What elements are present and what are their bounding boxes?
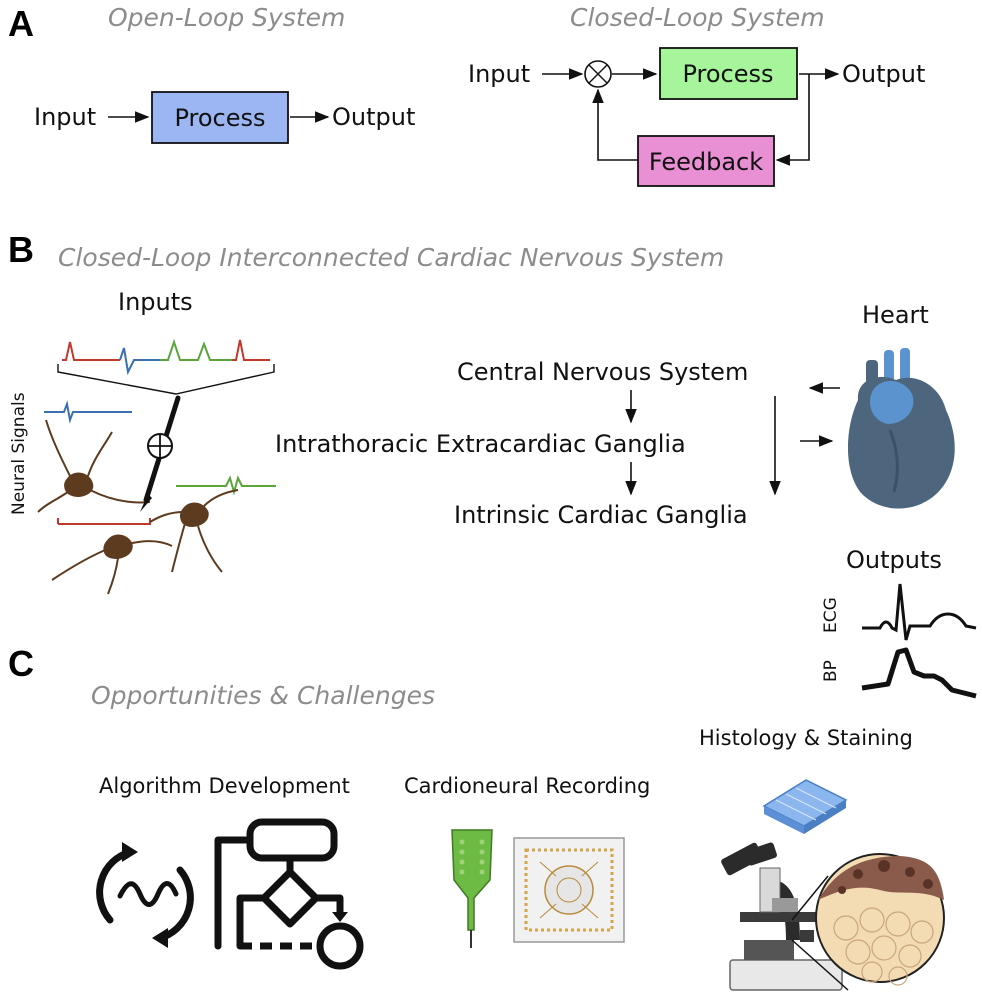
closed-loop-process-box bbox=[659, 47, 798, 100]
icg-label: Intrinsic Cardiac Ganglia bbox=[454, 501, 748, 529]
closed-loop-process-label: Process bbox=[682, 60, 773, 88]
open-loop-process-label: Process bbox=[174, 104, 265, 132]
panel-letter-a: A bbox=[8, 3, 34, 44]
bp-label-group: BP bbox=[821, 660, 841, 682]
summing-junction-icon bbox=[584, 60, 612, 88]
open-loop-input-label: Input bbox=[34, 103, 96, 131]
cns-label: Central Nervous System bbox=[457, 358, 748, 386]
microchip-icon bbox=[513, 837, 625, 943]
closed-loop-output-label: Output bbox=[842, 60, 925, 88]
ecg-trace bbox=[862, 583, 977, 641]
closed-loop-arrow-to-feedback bbox=[775, 74, 810, 166]
open-loop-output-label: Output bbox=[332, 103, 415, 131]
probe-icon bbox=[451, 829, 493, 948]
neuron-icon-2 bbox=[51, 534, 173, 595]
algorithm-label: Algorithm Development bbox=[99, 774, 350, 798]
closed-loop-title: Closed-Loop System bbox=[570, 3, 825, 32]
flowchart-icon bbox=[214, 818, 364, 970]
bp-label: BP bbox=[821, 660, 841, 682]
blue-trace bbox=[44, 400, 132, 424]
heart-icon bbox=[847, 348, 955, 509]
ecg-label-group: ECG bbox=[821, 597, 841, 633]
heart-label: Heart bbox=[862, 301, 929, 329]
cycle-icon bbox=[96, 842, 194, 948]
neuron-icon-3 bbox=[149, 489, 239, 573]
open-loop-title: Open-Loop System bbox=[108, 3, 345, 32]
neural-signal-traces bbox=[62, 338, 270, 376]
panel-letter-b: B bbox=[8, 229, 34, 270]
panel-letter-c: C bbox=[8, 643, 34, 684]
closed-loop-feedback-label: Feedback bbox=[649, 148, 763, 176]
bp-trace bbox=[861, 647, 977, 699]
red-trace bbox=[57, 518, 151, 525]
cardiac-title: Closed-Loop Interconnected Cardiac Nervo… bbox=[58, 243, 724, 272]
open-loop-process-box bbox=[151, 91, 289, 144]
challenges-title: Opportunities & Challenges bbox=[91, 681, 435, 710]
signal-bracket bbox=[57, 364, 275, 395]
neural-signals-label: Neural Signals bbox=[9, 392, 29, 515]
histology-label: Histology & Staining bbox=[699, 726, 913, 750]
electrode-icon bbox=[140, 395, 181, 512]
microscope-icon bbox=[721, 842, 843, 991]
recording-label: Cardioneural Recording bbox=[404, 774, 650, 798]
green-trace bbox=[176, 475, 276, 496]
closed-loop-input-label: Input bbox=[468, 60, 530, 88]
neuron-icon-1 bbox=[37, 419, 151, 513]
inputs-label: Inputs bbox=[118, 288, 193, 316]
neural-signals-label-group: Neural Signals bbox=[9, 392, 29, 515]
ecg-label: ECG bbox=[821, 597, 841, 633]
closed-loop-feedback-box bbox=[637, 135, 775, 187]
outputs-label: Outputs bbox=[846, 546, 942, 574]
tissue-magnified-icon bbox=[791, 853, 945, 991]
closed-loop-arrow-return bbox=[592, 88, 638, 161]
slide-tray-icon bbox=[762, 779, 848, 834]
iceg-label: Intrathoracic Extracardiac Ganglia bbox=[275, 430, 686, 458]
